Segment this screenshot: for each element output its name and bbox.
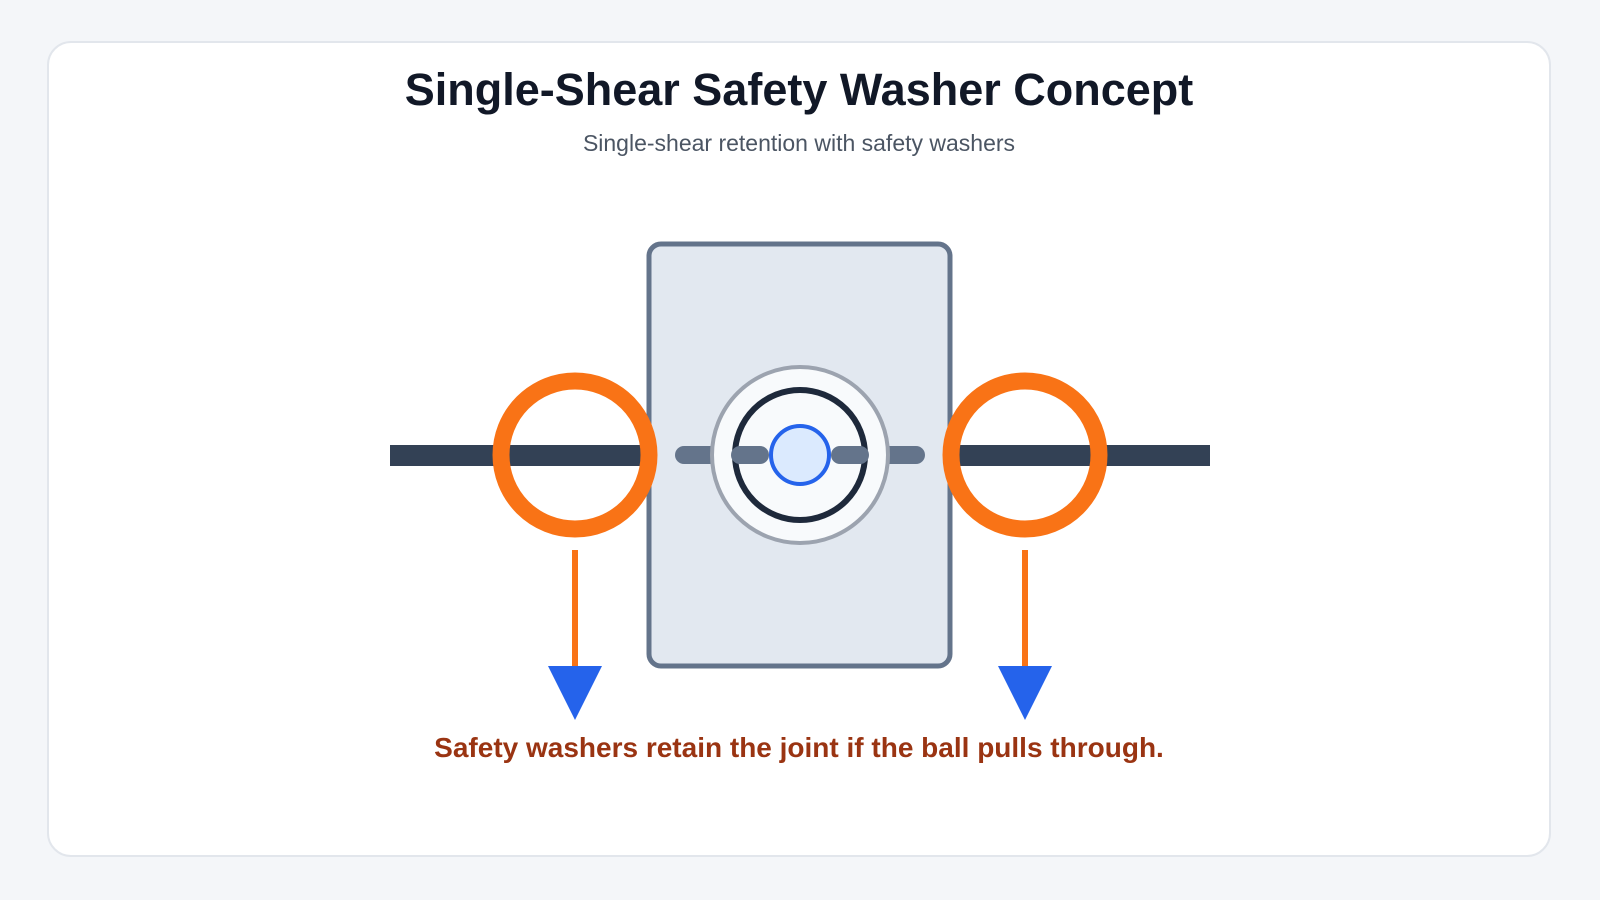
arrow-down-icon-right [998,666,1052,720]
arrow-down-icon-left [548,666,602,720]
diagram-caption: Safety washers retain the joint if the b… [434,732,1164,763]
page-subtitle: Single-shear retention with safety washe… [582,130,1016,156]
safety-washer-right [942,372,1108,538]
ball [769,424,831,486]
page-title: Single-Shear Safety Washer Concept [404,64,1194,115]
safety-washer-left [492,372,658,538]
